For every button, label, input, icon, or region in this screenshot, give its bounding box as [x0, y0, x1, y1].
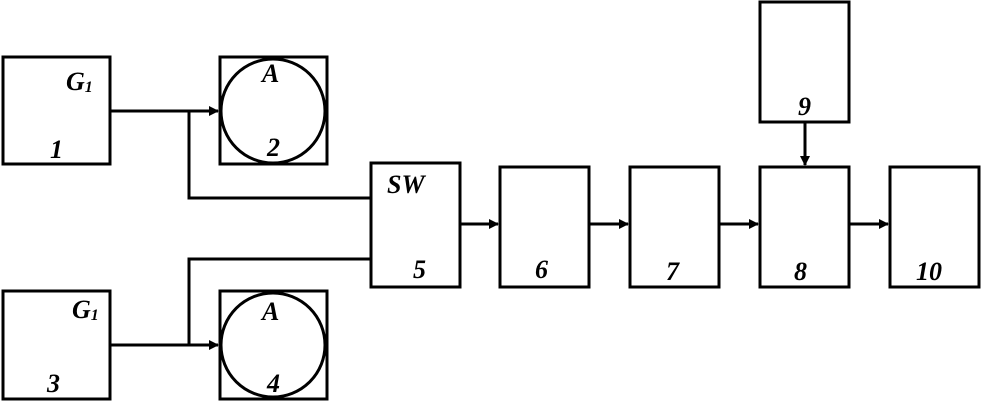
- block-7: 7: [628, 165, 721, 289]
- block-5-number: 5: [413, 255, 426, 284]
- block-3-symbol: G1: [72, 295, 99, 324]
- block-2-meter: A 2: [218, 55, 329, 166]
- block-9-number: 9: [798, 92, 811, 121]
- block-2-symbol: A: [260, 59, 279, 88]
- block-6-number: 6: [535, 255, 548, 284]
- connector-1-to-5: [187, 111, 371, 200]
- block-4-meter: A 4: [218, 289, 329, 401]
- block-7-number: 7: [666, 257, 680, 286]
- block-6: 6: [498, 165, 591, 289]
- block-10: 10: [888, 165, 981, 289]
- block-5-symbol: SW: [387, 170, 426, 199]
- block-1-generator: G1 1: [1, 55, 112, 166]
- block-1-number: 1: [50, 135, 63, 164]
- block-3-generator: G1 3: [1, 289, 112, 401]
- block-9: 9: [758, 0, 851, 124]
- block-10-number: 10: [916, 257, 942, 286]
- block-4-number: 4: [266, 369, 280, 398]
- block-3-number: 3: [46, 369, 60, 398]
- block-4-symbol: A: [260, 297, 279, 326]
- block-8: 8: [758, 165, 851, 289]
- block-1-symbol: G1: [66, 67, 93, 96]
- block-8-number: 8: [794, 257, 807, 286]
- block-2-number: 2: [266, 133, 280, 162]
- block-5-switch: SW 5: [369, 161, 462, 289]
- connector-3-to-5: [187, 257, 371, 345]
